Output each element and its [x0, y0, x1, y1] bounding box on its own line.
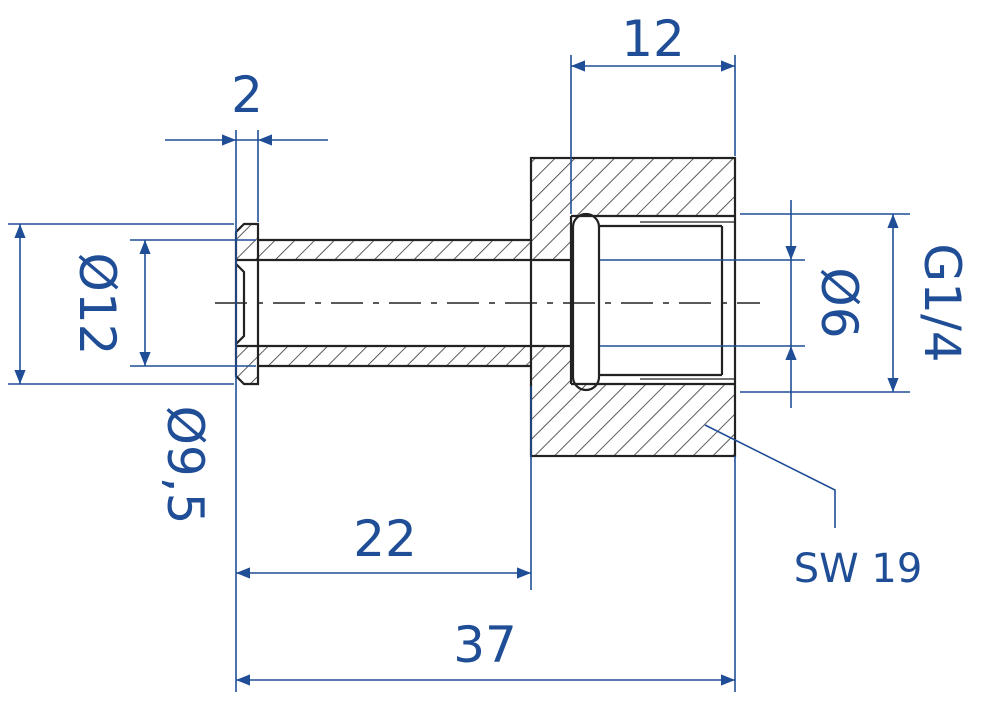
dim-flange-width: 2	[231, 66, 263, 124]
nut-body-section	[529, 156, 737, 458]
dim-total-length: 37	[453, 616, 517, 674]
dim-shaft-length: 22	[353, 510, 417, 568]
dim-bore-diameter: Ø6	[810, 267, 868, 338]
part-section	[215, 156, 760, 458]
thread-bore	[571, 212, 735, 392]
dimension-layer	[8, 55, 910, 692]
dim-nut-length: 12	[621, 10, 685, 68]
dimension-labels: 2 12 22 37 Ø12 Ø9,5 Ø6 G1/4 SW 19	[68, 10, 971, 674]
dim-thread: G1/4	[913, 243, 971, 362]
flange-section	[234, 222, 260, 386]
dim-flange-diameter: Ø12	[68, 253, 126, 356]
dim-wrench-size: SW 19	[794, 546, 923, 592]
shaft-section	[258, 238, 531, 368]
dim-shaft-diameter: Ø9,5	[156, 406, 214, 525]
